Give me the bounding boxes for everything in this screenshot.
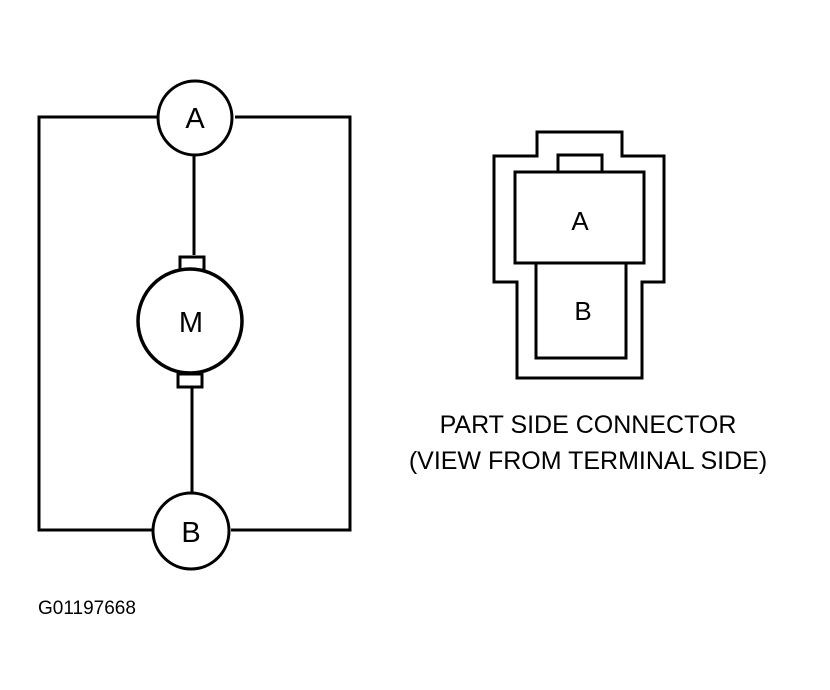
connector-lock-tab	[556, 153, 604, 174]
terminal-a: A	[156, 79, 234, 157]
connector-pin-b-label: B	[574, 296, 591, 326]
motor-body	[136, 267, 244, 375]
connector-pin-a-label: A	[571, 206, 589, 236]
part-side-connector: A B	[492, 130, 666, 380]
connector-housing-outline	[492, 130, 666, 380]
terminal-a-label: A	[185, 103, 205, 135]
connector-caption-line2: (VIEW FROM TERMINAL SIDE)	[409, 447, 767, 475]
terminal-b-label: B	[181, 517, 200, 549]
figure-id: G01197668	[38, 598, 136, 619]
motor-label: M	[179, 307, 203, 339]
motor-schematic: A M B	[37, 79, 352, 571]
terminal-b: B	[151, 491, 231, 571]
connector-caption-line1: PART SIDE CONNECTOR	[440, 411, 737, 439]
motor-bottom-brush	[176, 372, 204, 389]
connector-inner-outline	[513, 153, 646, 360]
right-wire	[231, 115, 352, 532]
left-wire	[37, 115, 157, 532]
motor-symbol: M	[136, 255, 244, 389]
